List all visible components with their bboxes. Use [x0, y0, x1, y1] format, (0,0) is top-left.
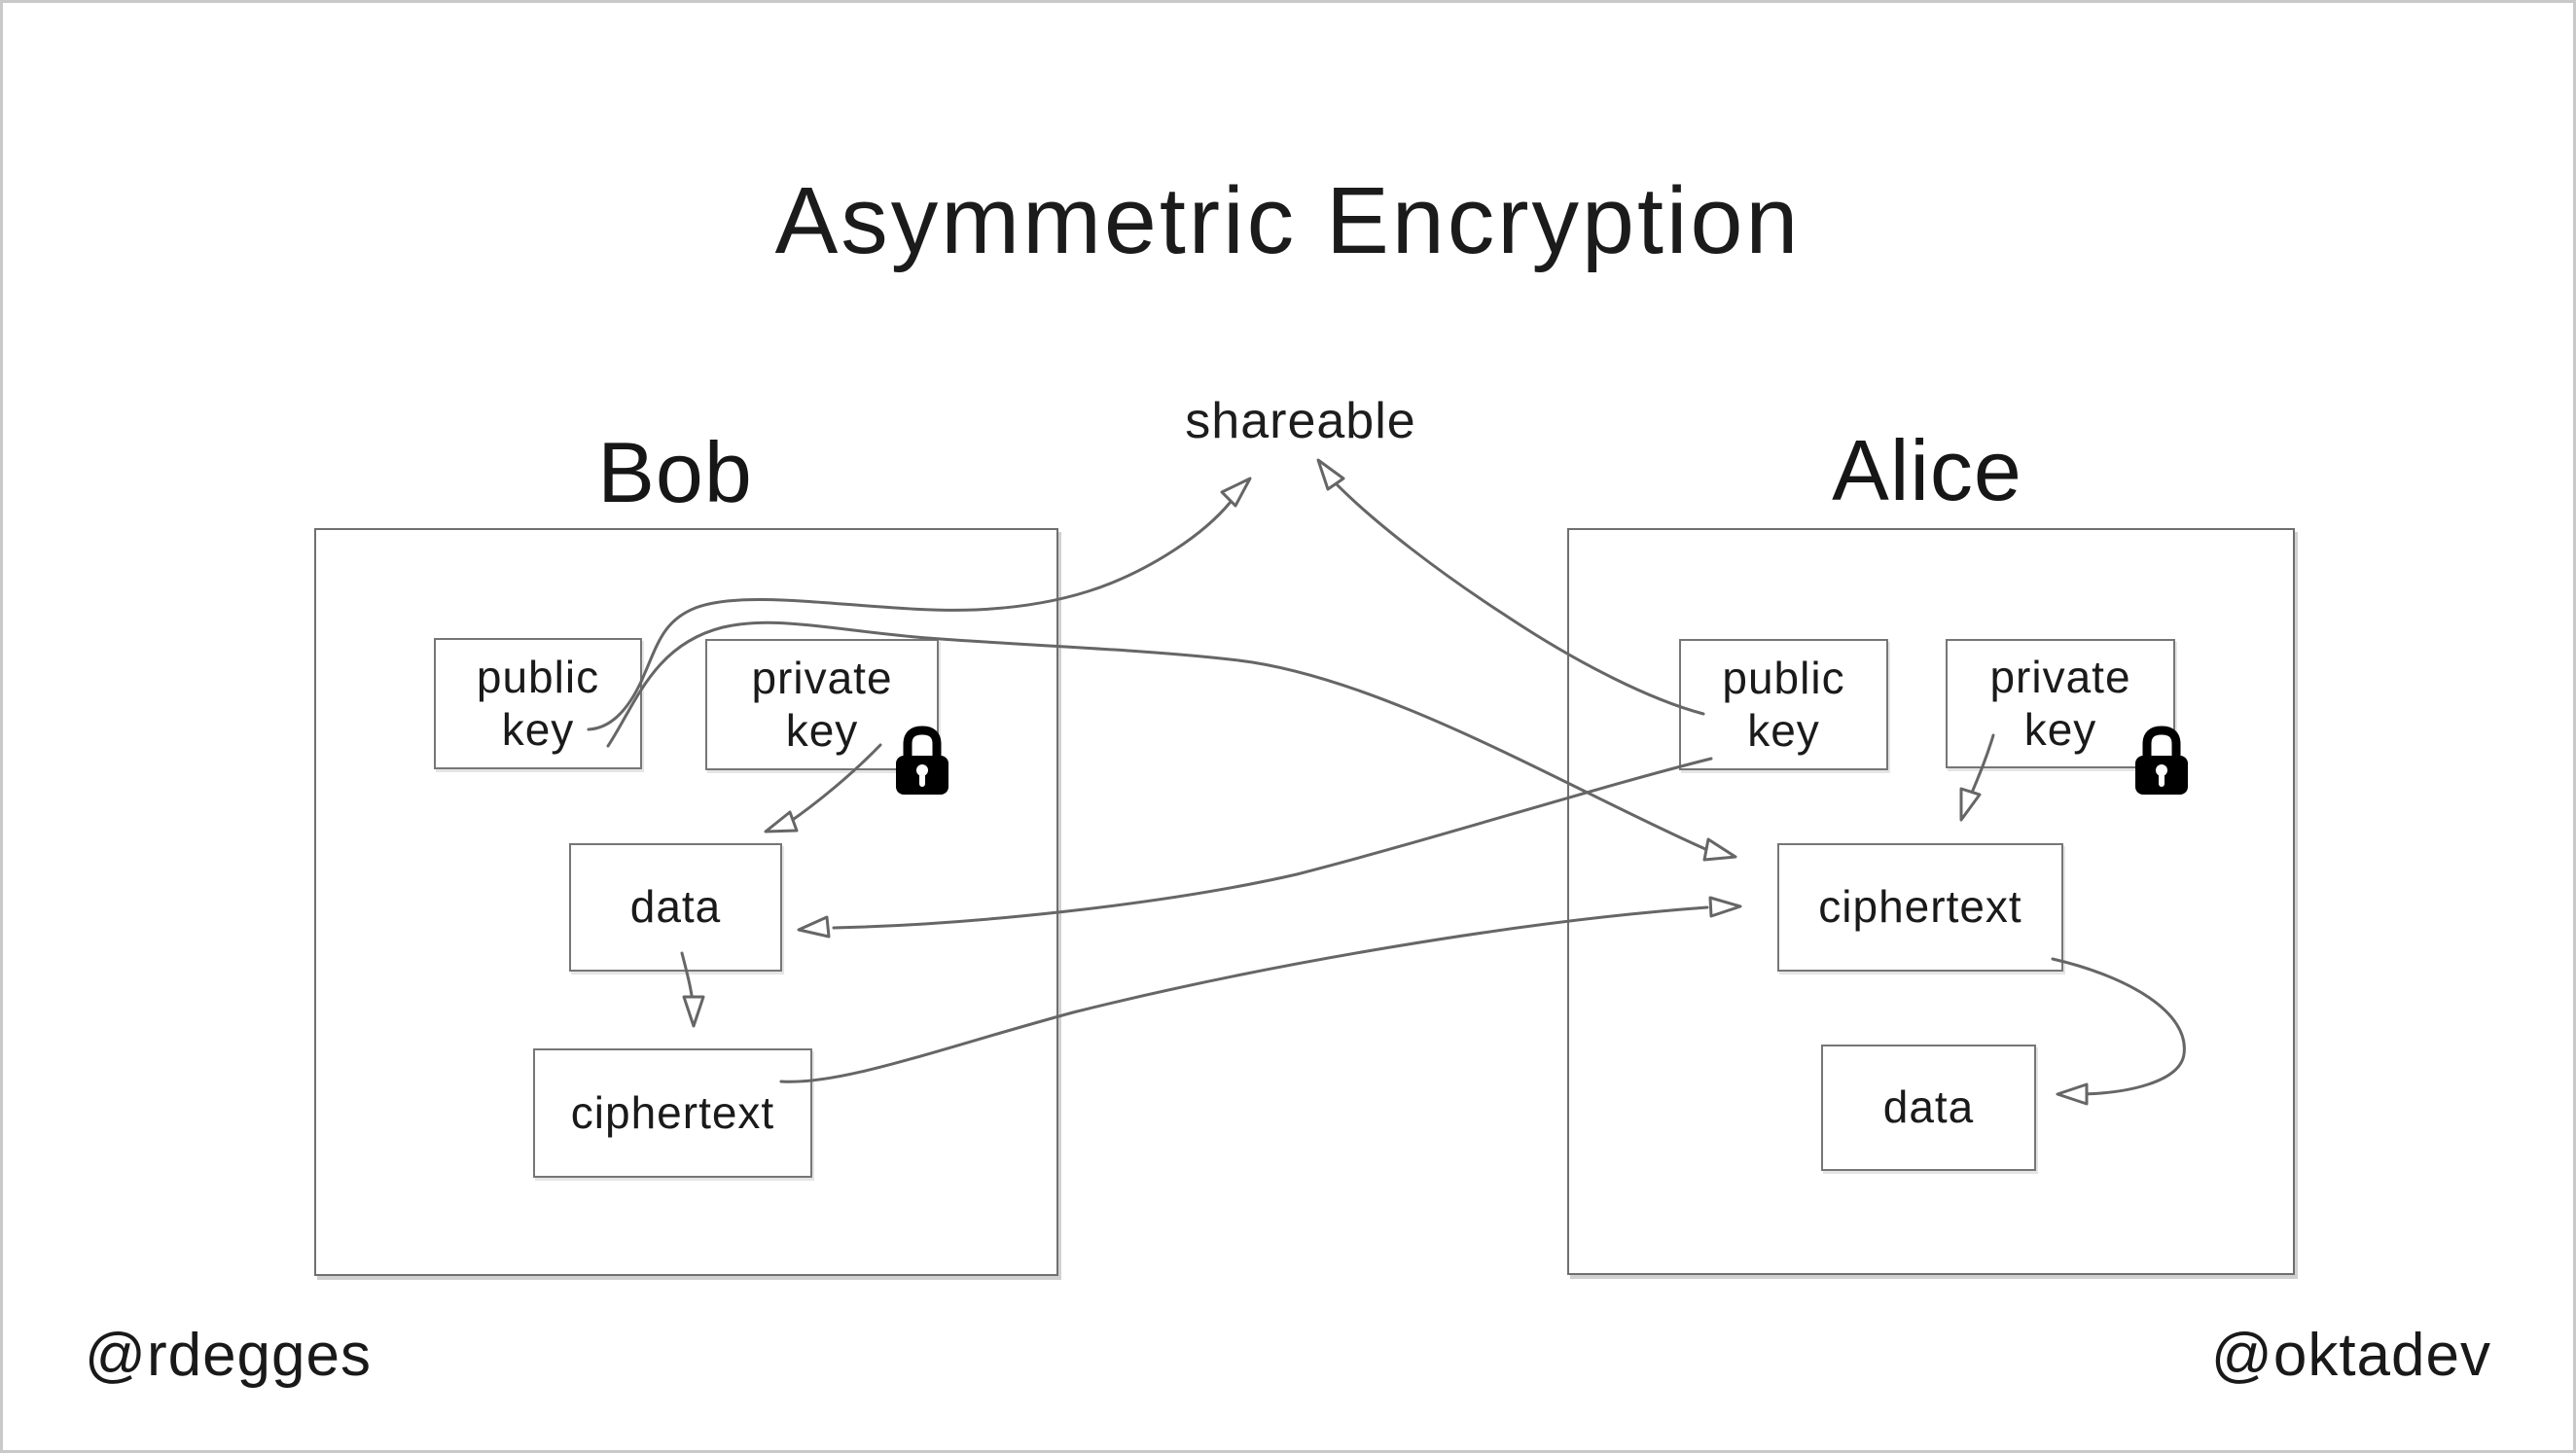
bob-public-key-box: public key: [434, 638, 642, 769]
shareable-label: shareable: [1185, 393, 1416, 449]
actor-label-alice: Alice: [1832, 422, 2022, 518]
bob-private-key-label: private key: [751, 652, 893, 756]
arrowhead-shareable-right: [1316, 458, 1345, 491]
alice-ciphertext-label: ciphertext: [1818, 881, 2022, 933]
alice-public-key-label: public key: [1722, 652, 1845, 756]
bob-data-box: data: [569, 843, 782, 972]
alice-private-key-box: private key: [1946, 639, 2175, 768]
bob-public-key-label: public key: [476, 651, 600, 755]
bob-data-label: data: [629, 881, 722, 933]
bob-ciphertext-box: ciphertext: [533, 1048, 812, 1178]
page-title: Asymmetric Encryption: [774, 167, 1802, 273]
arrowhead-shareable-left: [1220, 477, 1252, 508]
alice-private-key-label: private key: [1989, 651, 2131, 755]
footer-handle-left: @rdegges: [85, 1322, 372, 1389]
alice-public-key-box: public key: [1679, 639, 1888, 770]
actor-label-bob: Bob: [597, 424, 753, 520]
alice-data-label: data: [1882, 1081, 1975, 1133]
footer-handle-right: @oktadev: [2210, 1322, 2491, 1389]
bob-private-key-box: private key: [705, 639, 939, 770]
bob-ciphertext-label: ciphertext: [570, 1086, 775, 1138]
alice-ciphertext-box: ciphertext: [1777, 843, 2063, 972]
alice-data-box: data: [1821, 1045, 2036, 1171]
